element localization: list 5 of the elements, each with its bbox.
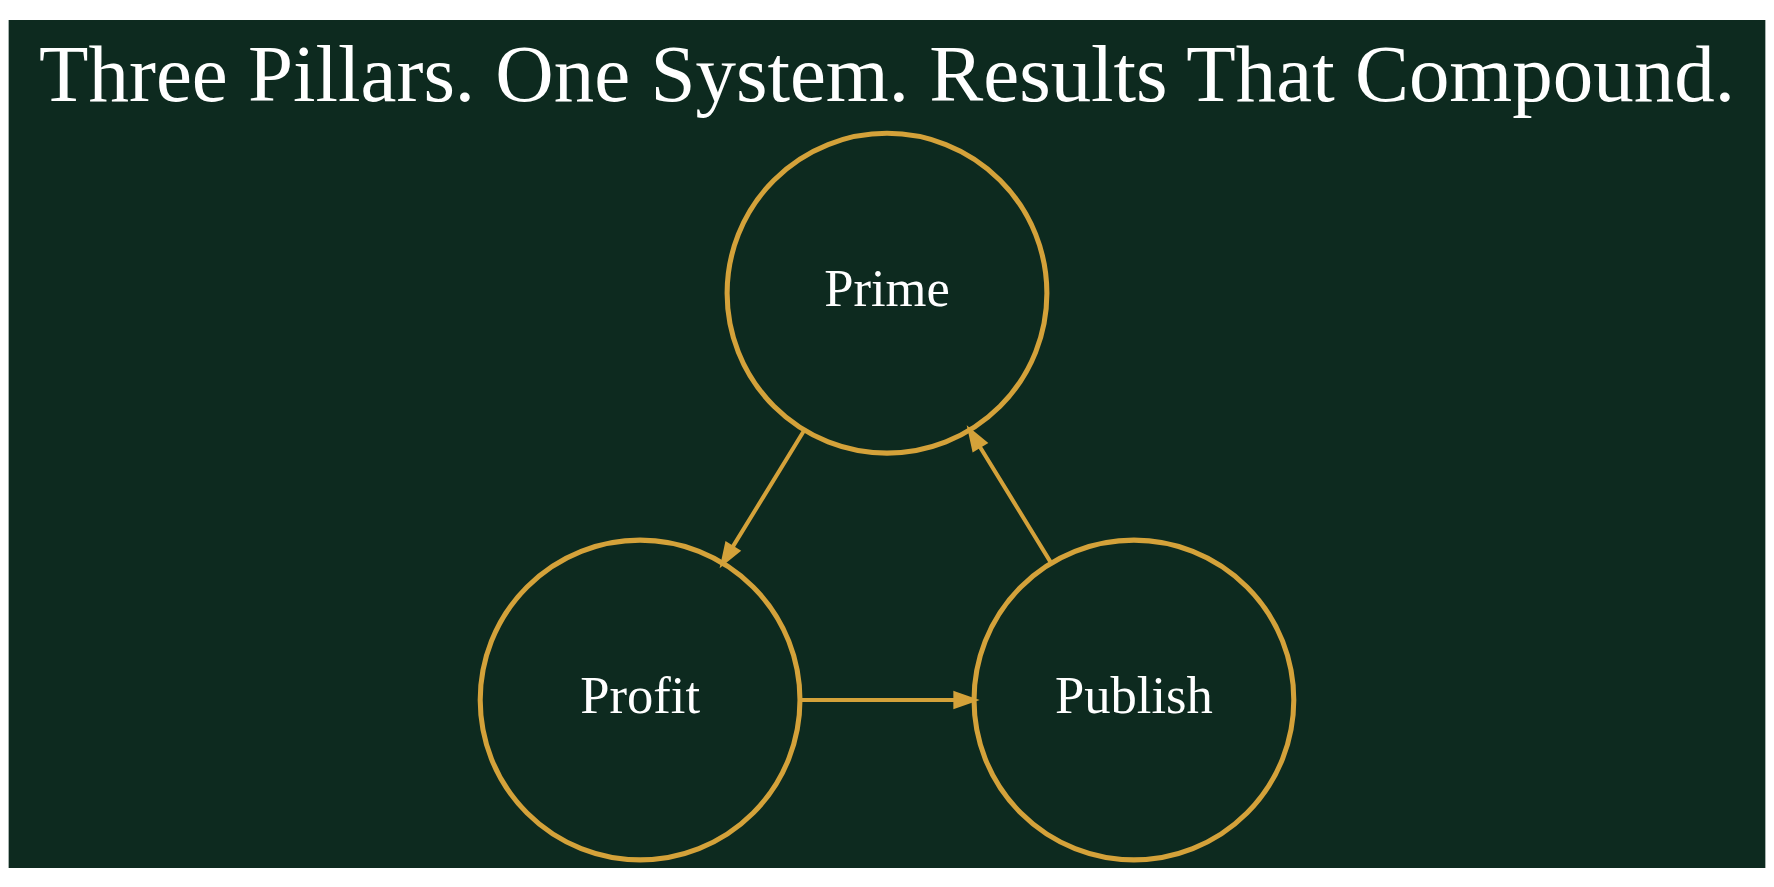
- arrow: [966, 424, 1053, 564]
- arrow: [719, 428, 806, 568]
- arrow: [800, 690, 980, 709]
- node-circle: Publish: [971, 537, 1297, 862]
- diagram-title: Three Pillars. One System. Results That Compound.: [39, 28, 1735, 119]
